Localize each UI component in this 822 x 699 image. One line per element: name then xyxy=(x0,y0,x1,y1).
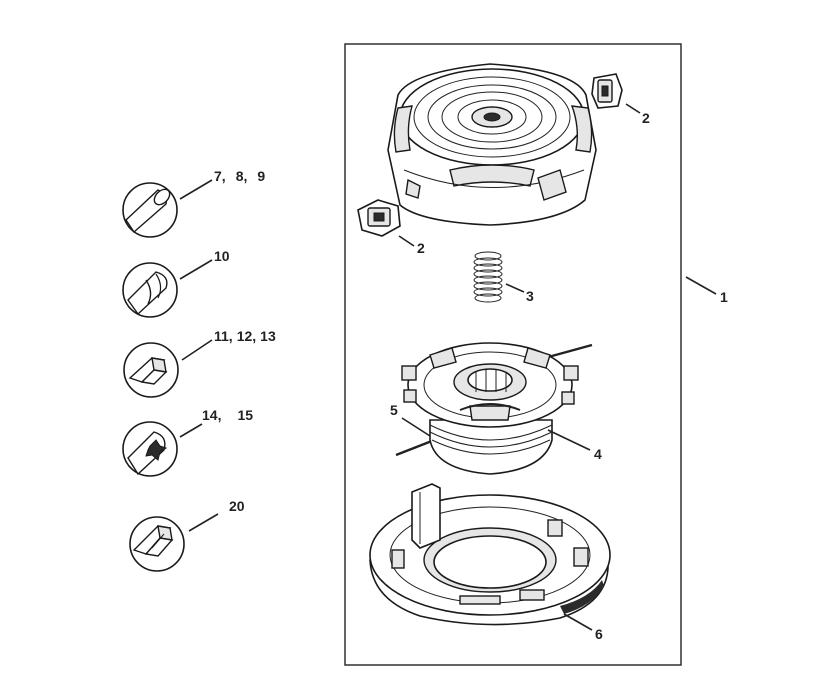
line-profile-square-edge xyxy=(129,516,185,572)
profile-leader-2 xyxy=(179,259,213,280)
profile-leader-1 xyxy=(179,179,213,200)
profile-label-1: 7,8,9 xyxy=(214,168,265,184)
line-profile-star xyxy=(122,421,178,477)
base-part xyxy=(369,483,611,626)
profile-label-5: 20 xyxy=(229,498,245,514)
profile-leader-3 xyxy=(181,339,213,361)
profile-leader-4 xyxy=(179,423,203,438)
callout-2a: 2 xyxy=(642,110,650,126)
line-profile-square xyxy=(123,342,179,398)
profile-label-4: 14,15 xyxy=(202,407,253,423)
spool-part xyxy=(395,342,593,475)
callout-leader-2b xyxy=(398,235,415,247)
callout-2b: 2 xyxy=(417,240,425,256)
line-profile-round xyxy=(122,182,178,238)
callout-leader-6 xyxy=(563,613,593,631)
callout-leader-2a xyxy=(625,103,641,114)
callout-leader-3 xyxy=(505,283,525,293)
callout-1: 1 xyxy=(720,289,728,305)
profile-leader-5 xyxy=(188,513,219,532)
profile-label-3: 11,12,13 xyxy=(214,328,276,344)
assembly-frame xyxy=(344,43,682,666)
spring-part xyxy=(473,251,503,303)
callout-leader-1 xyxy=(685,276,717,295)
callout-4: 4 xyxy=(594,446,602,462)
eyelet-part-left xyxy=(357,199,401,237)
callout-leader-4 xyxy=(547,429,591,451)
cover-part xyxy=(387,63,597,226)
callout-5: 5 xyxy=(390,402,398,418)
line-profile-twisted xyxy=(122,262,178,318)
eyelet-part-right xyxy=(591,73,623,109)
callout-6: 6 xyxy=(595,626,603,642)
callout-3: 3 xyxy=(526,288,534,304)
callout-leader-5 xyxy=(401,417,431,437)
profile-label-2: 10 xyxy=(214,248,230,264)
